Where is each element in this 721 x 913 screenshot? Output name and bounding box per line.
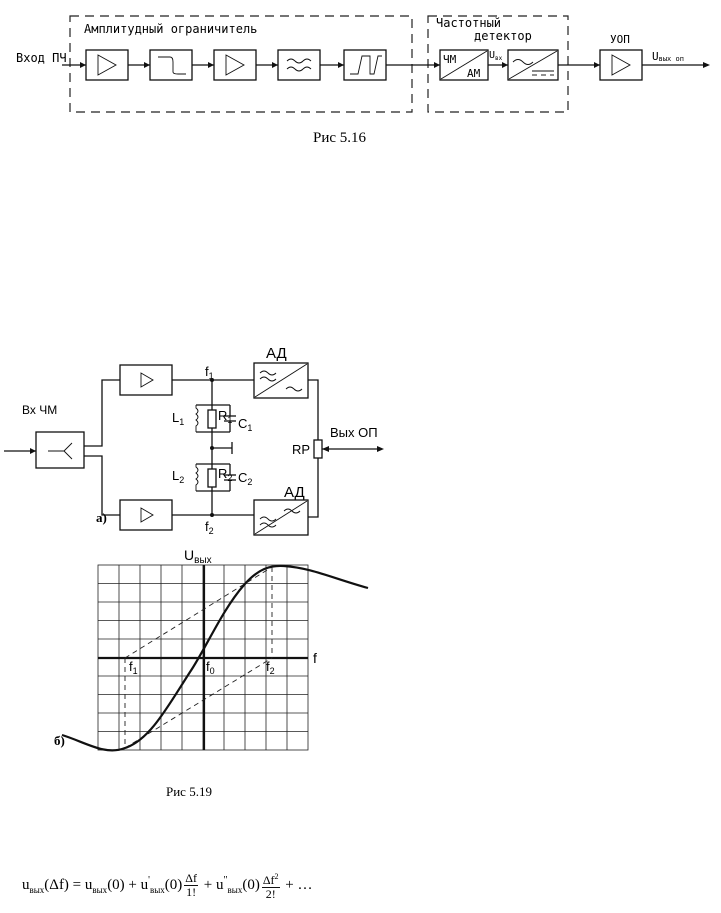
amplifier-triangle-icon: [225, 54, 245, 76]
output-amplifier-block: [599, 49, 643, 81]
frac-num: Δf: [184, 871, 198, 887]
amplifier-block-1: [85, 49, 129, 81]
frac-power: 2: [274, 872, 279, 882]
formula-u: u: [84, 877, 93, 893]
amplifier-triangle-icon: [611, 54, 631, 76]
filter-wave-icon: [286, 58, 312, 64]
detector-group-frame: [427, 15, 569, 113]
inductor-l1-icon: [195, 405, 199, 432]
limiter-step-icon: [350, 55, 382, 75]
y-axis-label: Uвых: [184, 547, 212, 566]
x-axis-label: f: [313, 650, 317, 666]
output-label: Uвых оп: [652, 50, 684, 63]
caption-5-19: Рис 5.19: [166, 784, 212, 799]
bottom-amplifier-block: [119, 499, 173, 531]
limiter-group-label: Амплитудный ограничитель: [84, 22, 257, 36]
output-label: Вых ОП: [330, 425, 378, 440]
label-c2: C2: [238, 470, 252, 487]
frac-num: Δf2: [261, 872, 280, 889]
subfigure-b-tag: б): [54, 733, 65, 748]
bandpass-filter-block: [277, 49, 321, 81]
ad-top-label: АД: [266, 345, 287, 362]
limiter-group-frame: [69, 15, 413, 113]
label-l1: L1: [172, 410, 184, 427]
label-l2: L2: [172, 468, 184, 485]
formula-prime: ': [148, 875, 150, 886]
amplifier-block-2: [213, 49, 257, 81]
ad-bottom-label: АД: [284, 484, 305, 501]
step-curve-icon: [158, 56, 186, 75]
formula-u: u: [140, 877, 149, 893]
caption-5-16: Рис 5.16: [313, 130, 367, 146]
node-f1-label: f1: [205, 364, 214, 381]
amplifier-triangle-icon: [97, 54, 117, 76]
formula-u: u: [22, 877, 30, 893]
node-f2-label: f2: [205, 519, 214, 536]
tick-f1: f1: [129, 659, 138, 676]
formula-term2: (0): [242, 877, 260, 893]
formula-sub: вых: [149, 885, 165, 895]
detector-group-label-2: детектор: [474, 29, 532, 43]
rp-resistor: [313, 439, 323, 459]
formula-term0: (0) +: [107, 877, 141, 893]
formula-sub: вых: [29, 885, 45, 895]
subfigure-a-tag: а): [96, 510, 107, 525]
am-label: АМ: [467, 67, 481, 80]
formula-prime: ": [223, 875, 228, 886]
figure-5-16: Амплитудный ограничитель Частотный детек…: [16, 15, 710, 146]
figure-5-19a: Вх ЧМ f1 f2 L1: [4, 345, 384, 536]
label-c1: C1: [238, 416, 252, 433]
formula-tail: + …: [281, 877, 313, 893]
frac-den: 2!: [265, 887, 276, 902]
figure-5-19b: Uвых f f1 f0 f2 б): [54, 547, 369, 752]
fm-label: ЧМ: [443, 53, 457, 66]
formula-plus: +: [199, 877, 216, 893]
input-label: Вход ПЧ: [16, 51, 67, 65]
label-r1: R1: [218, 408, 232, 425]
top-amplifier-block: [119, 364, 173, 396]
frac-den: 1!: [186, 885, 197, 900]
ac-wave-icon: [512, 59, 534, 65]
formula-arg: (Δf) =: [44, 877, 85, 893]
limiter-block: [343, 49, 387, 81]
amplifier-triangle-icon: [140, 372, 154, 388]
rp-label: RP: [292, 442, 310, 457]
splitter-block: [35, 431, 85, 469]
formula-u: u: [215, 877, 224, 893]
amplifier-triangle-icon: [140, 507, 154, 523]
splitter-icon: [48, 442, 73, 460]
input-fm-label: Вх ЧМ: [22, 403, 57, 417]
resistor-r1: [207, 409, 217, 429]
tick-f0: f0: [206, 659, 215, 676]
shaping-block: [149, 49, 193, 81]
resistor-r2: [207, 468, 217, 488]
formula-term1: (0): [164, 877, 183, 893]
formula-sub: вых: [92, 885, 108, 895]
uop-label: УОП: [610, 33, 630, 46]
label-r2: R2: [218, 466, 232, 483]
u-in-label: Uвх: [489, 50, 503, 62]
discriminator-curve: [61, 564, 369, 752]
detector-group-label-1: Частотный: [436, 16, 501, 30]
inductor-l2-icon: [195, 464, 199, 491]
tick-f2: f2: [266, 659, 275, 676]
formula-sub: вых: [227, 885, 243, 895]
